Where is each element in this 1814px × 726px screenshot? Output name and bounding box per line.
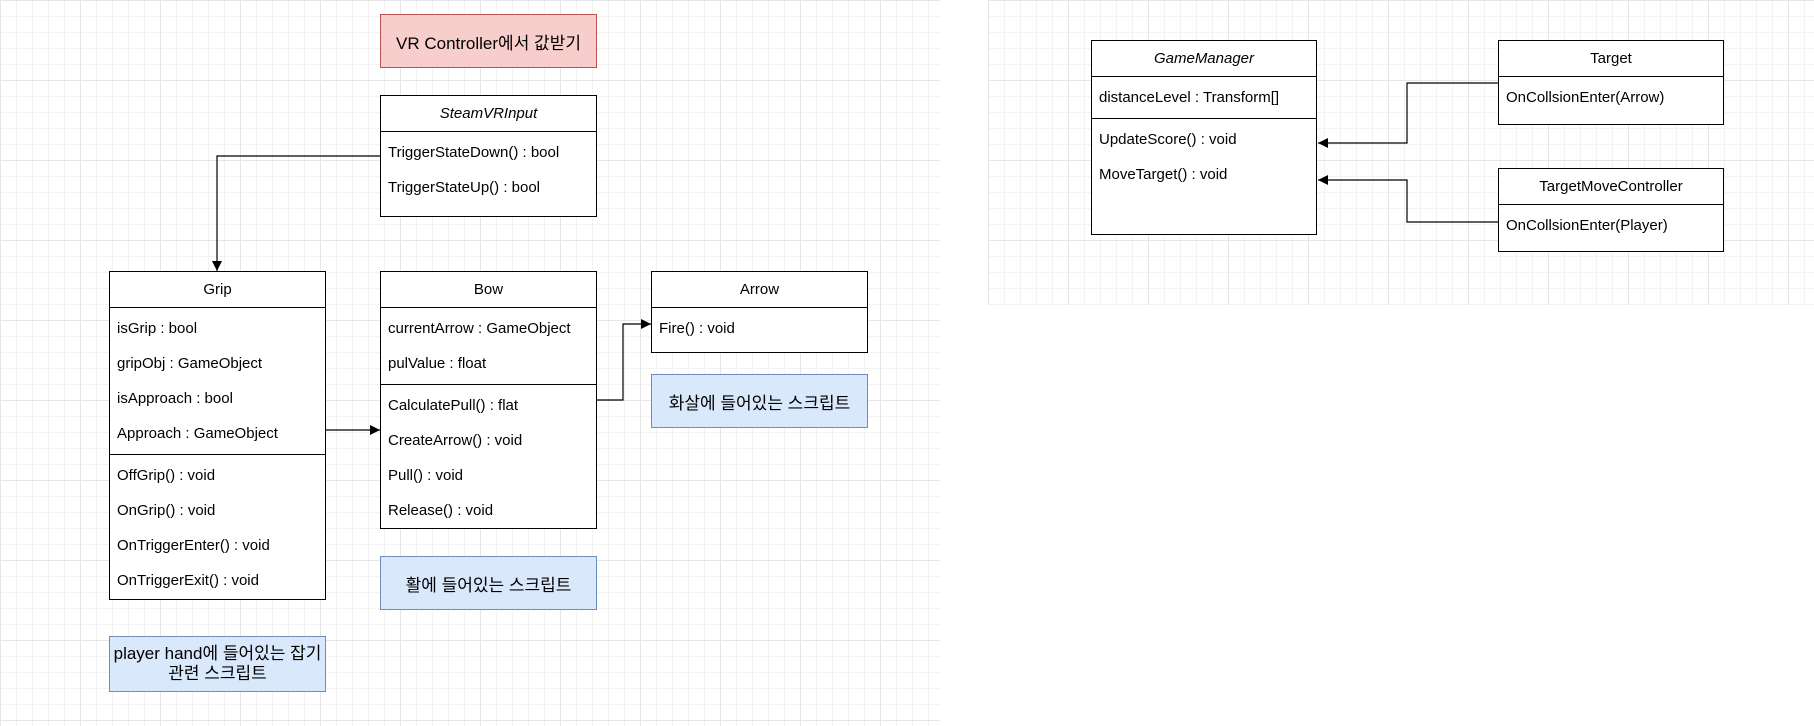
note-grip-script: player hand에 들어있는 잡기 관련 스크립트 [109,636,326,692]
method-row: UpdateScore() : void [1099,131,1237,148]
class-targetmovecontroller-methods: OnCollsionEnter(Player) [1499,205,1723,246]
note-vr-controller-text: VR Controller에서 값받기 [396,33,581,53]
class-gamemanager-fields: distanceLevel : Transform[] [1092,77,1316,119]
edge-target-to-gamemanager [1318,82,1498,148]
class-gamemanager-name: GameManager [1092,41,1316,77]
class-grip-name: Grip [110,272,325,308]
note-bow-script: 활에 들어있는 스크립트 [380,556,597,610]
class-gamemanager: GameManager distanceLevel : Transform[] … [1091,40,1317,235]
class-bow: Bow currentArrow : GameObject pulValue :… [380,271,597,529]
field-row: distanceLevel : Transform[] [1099,89,1280,106]
method-row: Release() : void [388,502,494,519]
method-row: OnGrip() : void [117,502,216,519]
class-targetmovecontroller: TargetMoveController OnCollsionEnter(Pla… [1498,168,1724,252]
edge-targetmove-to-gamemanager [1318,175,1498,223]
field-row: currentArrow : GameObject [388,320,571,337]
class-targetmovecontroller-name: TargetMoveController [1499,169,1723,205]
class-arrow-name: Arrow [652,272,867,308]
note-grip-script-text: player hand에 들어있는 잡기 관련 스크립트 [113,644,322,683]
edge-bow-to-arrow [597,319,651,401]
class-target-name: Target [1499,41,1723,77]
method-row: Pull() : void [388,467,464,484]
field-row: gripObj : GameObject [117,355,263,372]
class-bow-fields: currentArrow : GameObject pulValue : flo… [381,308,596,385]
method-row: CreateArrow() : void [388,432,523,449]
method-row: OffGrip() : void [117,467,216,484]
class-arrow-methods: Fire() : void [652,308,867,349]
note-vr-controller: VR Controller에서 값받기 [380,14,597,68]
method-row: MoveTarget() : void [1099,166,1228,183]
class-target-methods: OnCollsionEnter(Arrow) [1499,77,1723,118]
method-row: OnCollsionEnter(Player) [1506,217,1668,234]
field-row: isApproach : bool [117,390,233,407]
note-arrow-script: 화살에 들어있는 스크립트 [651,374,868,428]
class-gamemanager-methods: UpdateScore() : void MoveTarget() : void [1092,119,1316,195]
field-row: pulValue : float [388,355,487,372]
note-bow-script-text: 활에 들어있는 스크립트 [405,575,572,595]
method-row: TriggerStateUp() : bool [388,179,541,196]
method-row: CalculatePull() : flat [388,397,519,414]
class-steamvrinput: SteamVRInput TriggerStateDown() : bool T… [380,95,597,217]
class-steamvrinput-methods: TriggerStateDown() : bool TriggerStateUp… [381,132,596,208]
class-target: Target OnCollsionEnter(Arrow) [1498,40,1724,125]
method-row: TriggerStateDown() : bool [388,144,560,161]
class-grip-methods: OffGrip() : void OnGrip() : void OnTrigg… [110,455,325,601]
class-steamvrinput-name: SteamVRInput [381,96,596,132]
method-row: OnTriggerEnter() : void [117,537,270,554]
field-row: isGrip : bool [117,320,198,337]
class-grip: Grip isGrip : bool gripObj : GameObject … [109,271,326,600]
class-grip-fields: isGrip : bool gripObj : GameObject isApp… [110,308,325,455]
method-row: Fire() : void [659,320,735,337]
method-row: OnTriggerExit() : void [117,572,259,589]
class-arrow: Arrow Fire() : void [651,271,868,353]
class-bow-methods: CalculatePull() : flat CreateArrow() : v… [381,385,596,531]
note-arrow-script-text: 화살에 들어있는 스크립트 [668,393,851,413]
edge-steamvr-to-grip [212,155,380,271]
field-row: Approach : GameObject [117,425,278,442]
method-row: OnCollsionEnter(Arrow) [1506,89,1665,106]
class-bow-name: Bow [381,272,596,308]
